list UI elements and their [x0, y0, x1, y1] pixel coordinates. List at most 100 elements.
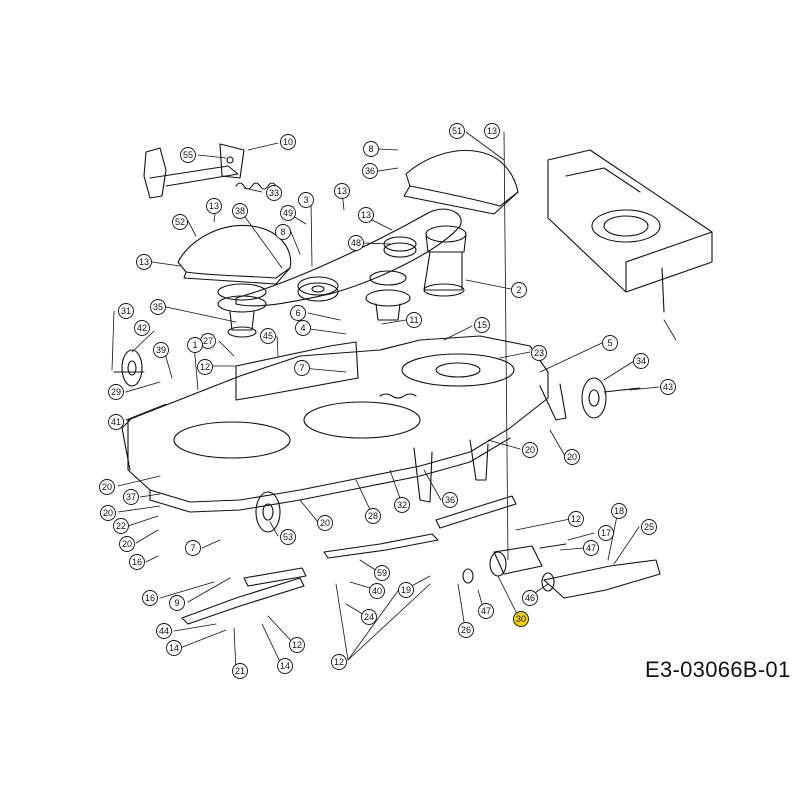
callout-37: 37: [123, 489, 139, 505]
callout-circle: [484, 123, 500, 139]
blade-right: [435, 495, 517, 529]
callout-circle: [119, 536, 135, 552]
callout-59: 59: [374, 565, 390, 581]
callout-number: 13: [487, 126, 497, 136]
callout-circle: [142, 590, 158, 606]
callout-number: 33: [269, 188, 279, 198]
lift-bracket-assembly: [143, 143, 277, 199]
callout-number: 55: [183, 150, 193, 160]
callout-number: 53: [283, 532, 293, 542]
callout-13: 13: [334, 183, 350, 199]
idler-pulley-right: [383, 236, 417, 258]
callout-number: 47: [481, 606, 491, 616]
callout-circle: [266, 185, 282, 201]
callout-20: 20: [119, 536, 135, 552]
callout-circle: [317, 515, 333, 531]
callout-number: 8: [280, 227, 285, 237]
callout-circle: [108, 384, 124, 400]
callout-number: 51: [452, 126, 462, 136]
callout-circle: [363, 141, 379, 157]
callout-49: 49: [280, 205, 296, 221]
callout-13: 13: [206, 198, 222, 214]
callout-number: 3: [303, 195, 308, 205]
callout-13: 13: [484, 123, 500, 139]
callout-circle: [568, 511, 584, 527]
callout-44: 44: [156, 623, 172, 639]
callout-28: 28: [365, 508, 381, 524]
callout-circle: [260, 328, 276, 344]
callout-number: 17: [601, 528, 611, 538]
callout-30: 30: [513, 611, 529, 627]
callout-16: 16: [142, 590, 158, 606]
callout-number: 28: [368, 511, 378, 521]
callout-20: 20: [564, 449, 580, 465]
callout-circle: [564, 449, 580, 465]
callout-number: 16: [132, 557, 142, 567]
callout-47: 47: [583, 540, 599, 556]
callout-41: 41: [108, 414, 124, 430]
callout-number: 10: [283, 137, 293, 147]
callout-circle: [150, 299, 166, 315]
callout-number: 49: [283, 208, 293, 218]
callout-circle: [99, 479, 115, 495]
callout-number: 26: [461, 625, 471, 635]
callout-number: 1: [192, 340, 197, 350]
callout-circle: [118, 303, 134, 319]
callout-circle: [113, 518, 129, 534]
callout-number: 8: [368, 144, 373, 154]
callout-circle: [522, 590, 538, 606]
callout-number: 2: [516, 285, 521, 295]
callout-circle: [334, 183, 350, 199]
callout-36: 36: [362, 163, 378, 179]
callout-number: 40: [372, 586, 382, 596]
callout-12: 12: [197, 359, 213, 375]
callout-circle: [187, 337, 203, 353]
callout-circle: [232, 663, 248, 679]
callout-number: 12: [200, 362, 210, 372]
callout-18: 18: [611, 503, 627, 519]
callout-circle: [280, 529, 296, 545]
callout-number: 22: [116, 521, 126, 531]
callout-6: 6: [290, 305, 306, 321]
callout-number: 18: [614, 506, 624, 516]
callout-number: 13: [337, 186, 347, 196]
callout-20: 20: [522, 442, 538, 458]
callout-number: 48: [351, 238, 361, 248]
callout-circle: [406, 312, 422, 328]
callout-circle: [369, 583, 385, 599]
gauge-wheel-right: [581, 377, 641, 419]
callout-circle: [611, 503, 627, 519]
callout-46: 46: [522, 590, 538, 606]
callout-39: 39: [153, 342, 169, 358]
callout-circle: [398, 582, 414, 598]
callout-circle: [633, 353, 649, 369]
callout-circle: [136, 254, 152, 270]
callout-number: 39: [156, 345, 166, 355]
callout-circle: [172, 214, 188, 230]
callout-number: 4: [300, 323, 305, 333]
callout-number: 27: [203, 336, 213, 346]
callout-33: 33: [266, 185, 282, 201]
callout-circle: [232, 203, 248, 219]
callout-55: 55: [180, 147, 196, 163]
callout-number: 20: [567, 452, 577, 462]
callout-29: 29: [108, 384, 124, 400]
belt-cover-right: [403, 149, 519, 215]
callout-circle: [531, 345, 547, 361]
callout-11: 11: [406, 312, 422, 328]
callout-circle: [280, 205, 296, 221]
callout-number: 20: [102, 482, 112, 492]
callout-45: 45: [260, 328, 276, 344]
callout-circle: [123, 489, 139, 505]
callout-52: 52: [172, 214, 188, 230]
callout-12: 12: [331, 654, 347, 670]
roller-assembly: [462, 543, 661, 599]
callout-circle: [641, 519, 657, 535]
callout-circle: [361, 609, 377, 625]
callout-number: 21: [235, 666, 245, 676]
callout-circle: [134, 320, 150, 336]
callout-circle: [166, 640, 182, 656]
callout-number: 42: [137, 323, 147, 333]
callout-circle: [331, 654, 347, 670]
callout-7: 7: [294, 360, 310, 376]
